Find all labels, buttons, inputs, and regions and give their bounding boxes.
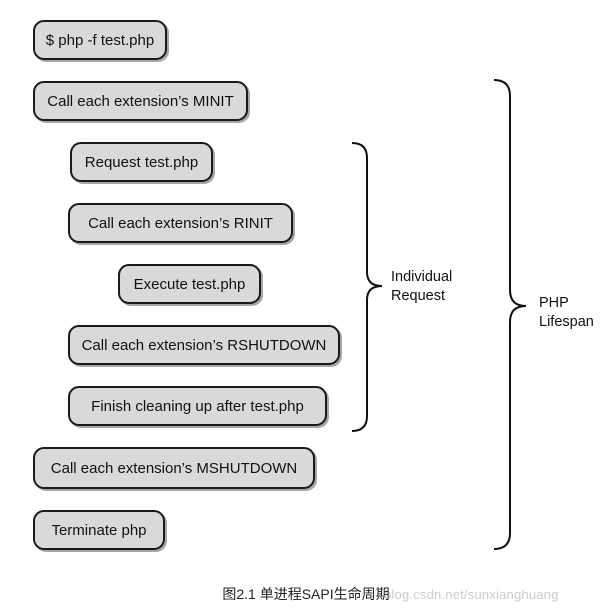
step-run-command-label: $ php -f test.php — [45, 31, 155, 49]
step-rinit: Call each extension’s RINIT — [68, 203, 293, 243]
php-lifespan-brace — [493, 79, 527, 550]
step-mshutdown: Call each extension’s MSHUTDOWN — [33, 447, 315, 489]
individual-request-label: Individual Request — [391, 268, 452, 306]
step-cleanup: Finish cleaning up after test.php — [68, 386, 327, 426]
step-rshutdown: Call each extension’s RSHUTDOWN — [68, 325, 340, 365]
individual-request-brace — [351, 142, 383, 432]
step-terminate: Terminate php — [33, 510, 165, 550]
step-terminate-label: Terminate php — [51, 521, 147, 539]
step-run-command: $ php -f test.php — [33, 20, 167, 60]
individual-request-label-line1: Individual — [391, 269, 453, 285]
step-cleanup-label: Finish cleaning up after test.php — [91, 397, 304, 415]
watermark-text: blog.csdn.net/sunxianghuang — [384, 587, 559, 602]
individual-request-label-line2: Request — [391, 288, 446, 304]
php-lifespan-label-line2: Lifespan — [539, 314, 594, 330]
step-execute: Execute test.php — [118, 264, 261, 304]
php-lifespan-label: PHP Lifespan — [539, 294, 594, 332]
figure-caption: 图2.1 单进程SAPI生命周期 — [222, 586, 390, 602]
step-execute-label: Execute test.php — [133, 275, 246, 293]
php-lifespan-label-line1: PHP — [539, 295, 569, 311]
step-minit: Call each extension’s MINIT — [33, 81, 248, 121]
step-request-label: Request test.php — [84, 153, 199, 171]
step-rinit-label: Call each extension’s RINIT — [88, 214, 273, 232]
step-mshutdown-label: Call each extension’s MSHUTDOWN — [50, 459, 298, 477]
step-minit-label: Call each extension’s MINIT — [47, 92, 234, 110]
step-rshutdown-label: Call each extension’s RSHUTDOWN — [81, 336, 327, 354]
step-request: Request test.php — [70, 142, 213, 182]
